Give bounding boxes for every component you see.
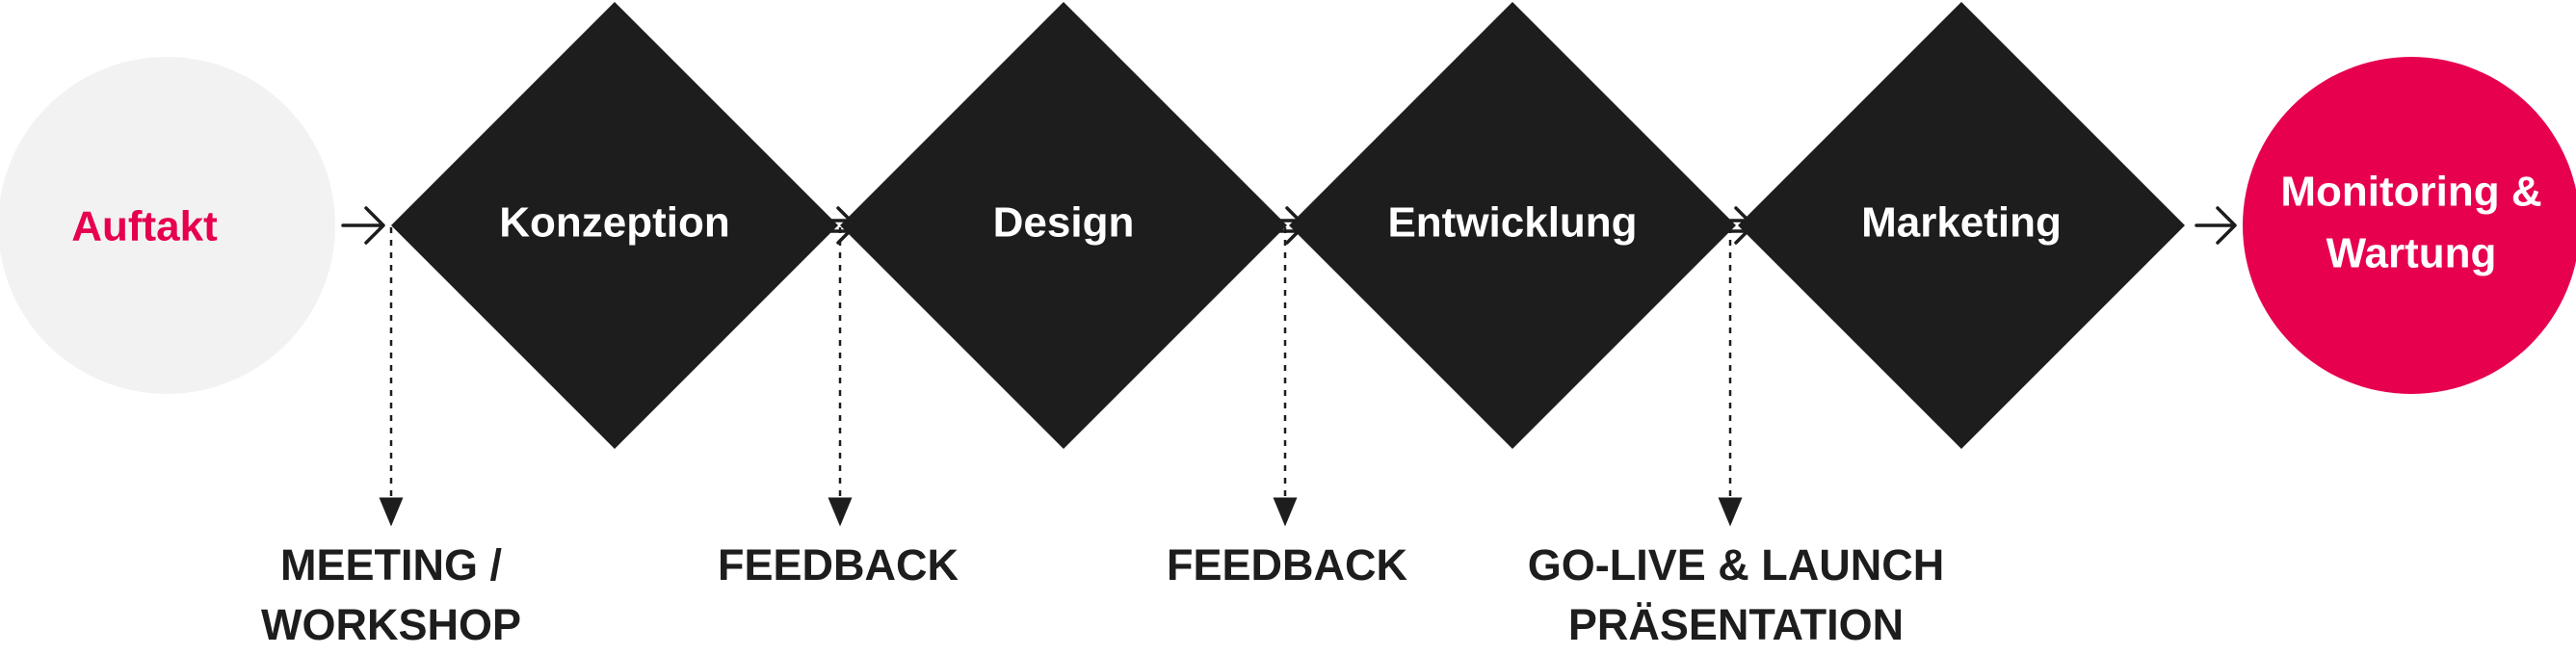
start-label: Auftakt	[71, 203, 218, 250]
phase-node-design: Design	[840, 2, 1287, 449]
milestone-label-line1: MEETING /	[280, 540, 503, 590]
arrow-right-icon	[341, 206, 385, 245]
milestone-connectors	[379, 227, 1743, 527]
phase-label: Entwicklung	[1387, 199, 1637, 247]
milestone-meeting-workshop: MEETING / WORKSHOP	[261, 540, 521, 649]
end-label-line2: Wartung	[2326, 230, 2497, 277]
end-circle	[2243, 57, 2576, 394]
milestone-golive-launch: GO-LIVE & LAUNCH PRÄSENTATION	[1528, 540, 1945, 649]
phase-node-entwicklung: Entwicklung	[1289, 2, 1736, 449]
flow-arrow-start-to-konzeption	[341, 206, 385, 245]
phase-node-marketing: Marketing	[1738, 2, 2185, 449]
phase-label: Design	[993, 199, 1135, 247]
milestone-label-line2: PRÄSENTATION	[1568, 600, 1904, 649]
milestone-label-line1: FEEDBACK	[718, 540, 959, 590]
arrow-right-icon	[2195, 206, 2237, 245]
milestone-feedback-2: FEEDBACK	[1167, 540, 1408, 590]
milestone-feedback-1: FEEDBACK	[718, 540, 959, 590]
milestone-label-line1: FEEDBACK	[1167, 540, 1408, 590]
end-label-line1: Monitoring &	[2280, 169, 2541, 216]
phase-node-konzeption: Konzeption	[391, 2, 838, 449]
start-node: Auftakt	[0, 57, 335, 394]
flow-arrow-marketing-to-end	[2195, 206, 2237, 245]
flow-arrow-design-to-entwicklung	[1266, 206, 1306, 245]
milestone-label-line1: GO-LIVE & LAUNCH	[1528, 540, 1945, 590]
phase-diamond	[1289, 2, 1736, 449]
start-circle	[0, 57, 335, 394]
phase-diamond	[1738, 2, 2185, 449]
double-arrow-icon	[1266, 206, 1306, 245]
end-node: Monitoring & Wartung	[2243, 57, 2576, 394]
phase-label: Konzeption	[499, 199, 730, 247]
double-arrow-icon	[817, 206, 857, 245]
milestone-label-line2: WORKSHOP	[261, 600, 521, 649]
phase-label: Marketing	[1861, 199, 2062, 247]
phase-diamond	[840, 2, 1287, 449]
phase-diamond	[391, 2, 838, 449]
flow-arrow-konzeption-to-design	[817, 206, 857, 245]
